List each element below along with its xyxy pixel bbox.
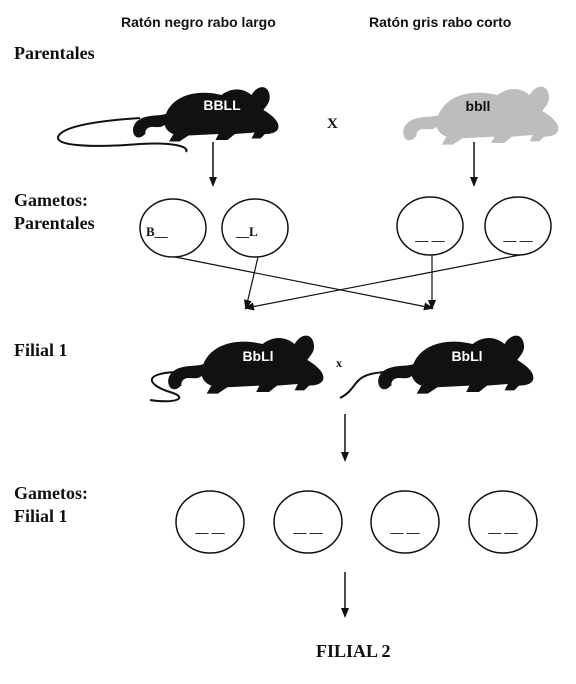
gamete-parent-black-2-alleles: __L [235, 224, 258, 239]
arrow-black2-to-f1left [243, 256, 259, 310]
label-filial-2: FILIAL 2 [316, 641, 391, 661]
f1-left-mouse-icon [149, 335, 324, 403]
parent-gray-genotype: bbll [466, 98, 491, 114]
gamete-f1-2-alleles: __ __ [292, 520, 323, 535]
gamete-parent-gray-2-alleles: __ __ [502, 228, 533, 243]
arrow-cross-black1-to-f1right [174, 256, 434, 311]
gamete-f1-1 [175, 490, 245, 554]
arrow-cross-gray2-to-f1left [244, 254, 521, 311]
label-filial-1: Filial 1 [14, 340, 68, 360]
label-parentales: Parentales [14, 43, 95, 63]
gamete-f1-2 [273, 490, 343, 554]
cross-symbol-f1: x [336, 356, 342, 370]
cross-symbol-parents: X [327, 116, 338, 132]
gamete-f1-4 [468, 490, 538, 554]
f1-right-mouse-icon [339, 335, 534, 399]
label-gametos-parentales-line1: Gametos: [14, 190, 88, 210]
gamete-f1-3-alleles: __ __ [389, 520, 420, 535]
gamete-f1-3 [370, 490, 440, 554]
gamete-parent-gray-1-alleles: __ __ [414, 228, 445, 243]
label-gametos-filial1-line2: Filial 1 [14, 506, 68, 526]
gamete-parent-black-1 [139, 198, 207, 258]
parent-black-mouse-icon [57, 87, 279, 153]
f1-right-genotype: BbLl [451, 348, 482, 364]
parent-gray-mouse-icon [403, 86, 559, 145]
label-gametos-parentales-line2: Parentales [14, 213, 95, 233]
gamete-parent-gray-2 [484, 196, 552, 256]
parent-black-genotype: BBLL [203, 97, 241, 113]
gamete-parent-black-2 [221, 198, 289, 258]
f1-left-genotype: BbLl [242, 348, 273, 364]
gamete-f1-1-alleles: __ __ [194, 520, 225, 535]
header-black-mouse: Ratón negro rabo largo [121, 14, 276, 30]
gamete-f1-4-alleles: __ __ [487, 520, 518, 535]
header-gray-mouse: Ratón gris rabo corto [369, 14, 512, 30]
gamete-parent-gray-1 [396, 196, 464, 256]
label-gametos-filial1-line1: Gametos: [14, 483, 88, 503]
gamete-parent-black-1-alleles: B__ [146, 224, 168, 239]
